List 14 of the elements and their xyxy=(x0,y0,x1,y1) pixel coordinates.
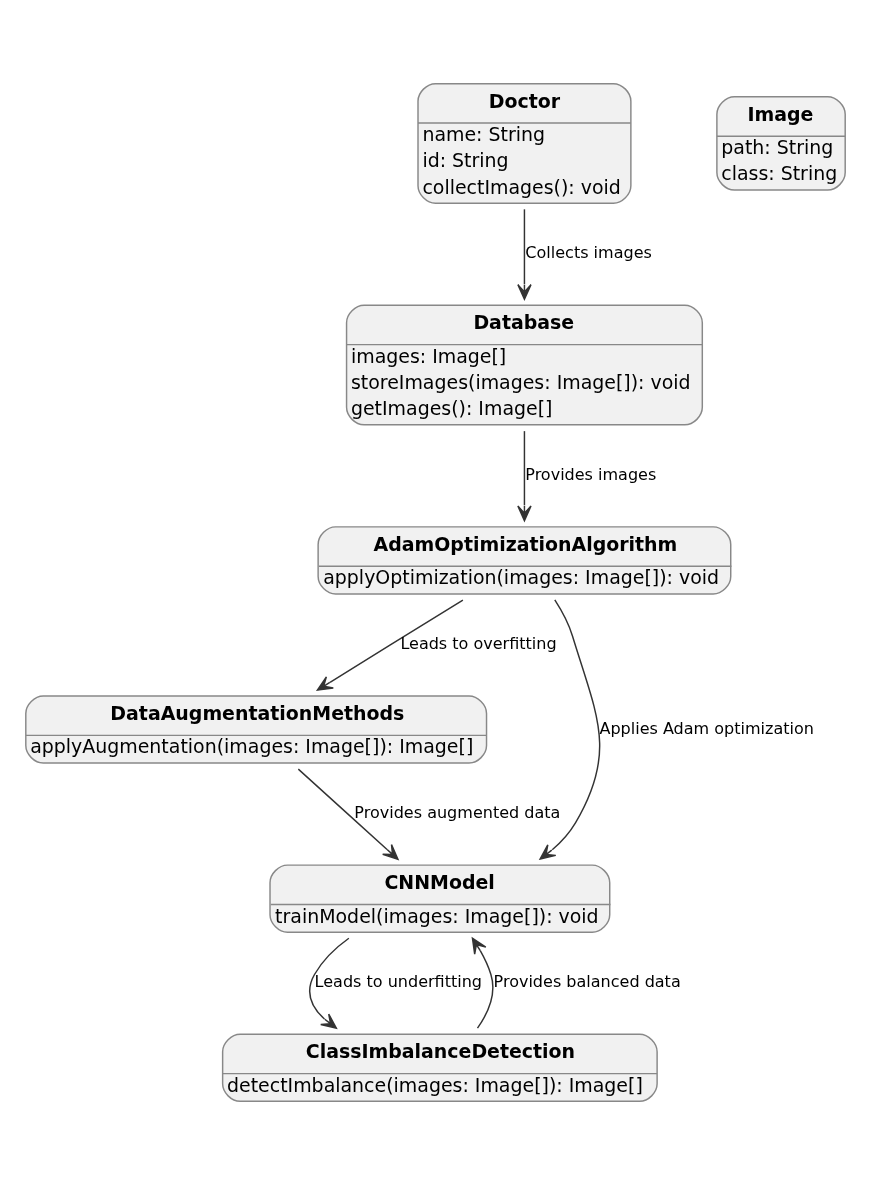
edge-label: Provides augmented data xyxy=(354,803,561,823)
edge-label: Provides images xyxy=(525,464,657,484)
edge-label: Leads to underfitting xyxy=(314,972,483,992)
arrow xyxy=(471,937,494,1029)
arrow xyxy=(316,599,464,691)
arrow xyxy=(517,208,532,300)
edge-label: Applies Adam optimization xyxy=(599,718,814,738)
edge-label: Provides balanced data xyxy=(493,972,681,992)
arrow xyxy=(308,937,350,1029)
arrow xyxy=(539,599,601,860)
arrow xyxy=(297,768,399,860)
edge-label: Leads to overfitting xyxy=(400,634,557,654)
arrow xyxy=(517,430,532,522)
edge-label: Collects images xyxy=(525,243,652,263)
